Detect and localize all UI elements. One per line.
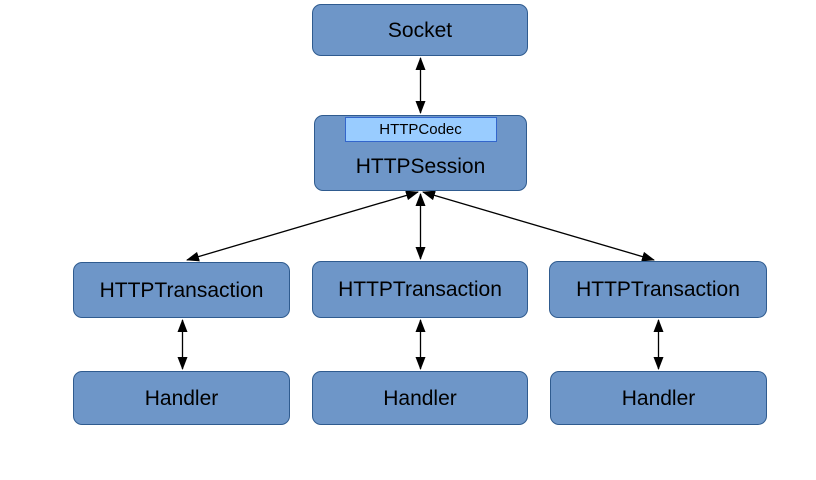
node-httpcodec-label: HTTPCodec: [379, 121, 462, 138]
node-httpsession: HTTPCodec HTTPSession: [314, 115, 527, 191]
node-socket: Socket: [312, 4, 528, 56]
node-handler-right: Handler: [550, 371, 767, 425]
node-httptransaction-middle: HTTPTransaction: [312, 261, 528, 318]
node-httpsession-label: HTTPSession: [355, 154, 486, 178]
arrow-session-transaction-right: [422, 190, 655, 262]
node-httptransaction-left: HTTPTransaction: [73, 262, 290, 318]
node-httptransaction-middle-label: HTTPTransaction: [338, 278, 502, 301]
node-handler-left: Handler: [73, 371, 290, 425]
node-socket-label: Socket: [387, 18, 453, 42]
node-handler-left-label: Handler: [144, 386, 219, 410]
node-httptransaction-right-label: HTTPTransaction: [576, 278, 740, 301]
node-handler-middle: Handler: [312, 371, 528, 425]
node-handler-middle-label: Handler: [383, 386, 457, 410]
arrow-session-transaction-left: [186, 190, 419, 262]
node-handler-right-label: Handler: [621, 386, 696, 410]
node-httptransaction-right: HTTPTransaction: [549, 261, 767, 318]
node-httptransaction-left-label: HTTPTransaction: [99, 278, 264, 302]
node-httpcodec: HTTPCodec: [344, 117, 497, 142]
